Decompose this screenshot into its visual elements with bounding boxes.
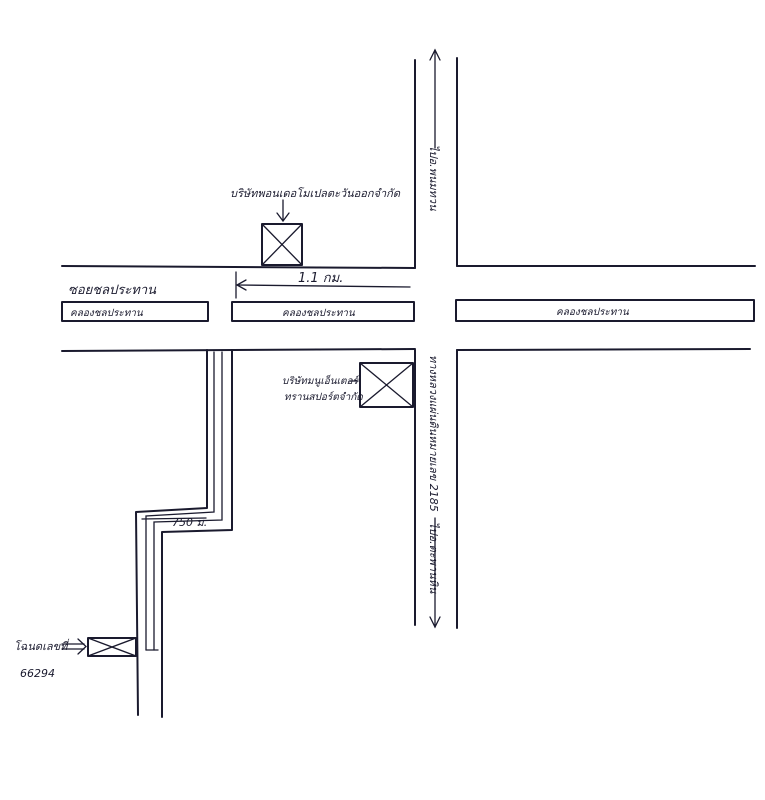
canal-strips [61,299,755,322]
road-north-label: ไปอ.พนมทวน [427,145,440,211]
road-south-marker: ไปอ.ตะพานหิน [427,517,441,629]
highway-road [414,57,458,629]
target-label-1: โฉนดเลขที่ [14,638,69,653]
canal-mid-strip [231,301,415,322]
distance-1-label: 1.1 กม. [298,271,343,286]
distance-2-marker: 750 ม. [141,516,207,529]
soi-label: ซอยชลประทาน [68,283,157,298]
highway-label: ทางหลวงแผ่นดินหมายเลข 2185 [427,355,440,512]
canal-right-strip [455,299,755,322]
canal-mid-label: คลองชลประทาน [282,308,356,319]
canal-right-label: คลองชลประทาน [556,307,630,318]
building-north-label: บริษัทพอนเดอโมเปลตะวันออกจำกัด [230,187,401,200]
canal-left-label: คลองชลประทาน [70,308,144,319]
distance-2-label: 750 ม. [172,516,207,529]
target-plot: โฉนดเลขที่ 66294 [14,637,137,680]
building-east-label-1: บริษัทมนูเอ็นเตอร์ [282,374,360,387]
distance-1-marker: 1.1 กม. [235,271,411,299]
canal-left-strip [61,301,209,322]
road-north-marker: ไปอ.พนมทวน [427,48,441,211]
side-lane [135,349,233,718]
road-south-label: ไปอ.ตะพานหิน [427,522,440,594]
building-north: บริษัทพอนเดอโมเปลตะวันออกจำกัด [230,187,401,266]
target-label-2: 66294 [20,667,55,680]
soi-road [61,265,756,352]
highway-label-group: ทางหลวงแผ่นดินหมายเลข 2185 [427,355,440,512]
building-east: บริษัทมนูเอ็นเตอร์ ทรานสปอร์ตจำกัด [282,362,414,408]
building-east-label-2: ทรานสปอร์ตจำกัด [284,391,363,403]
